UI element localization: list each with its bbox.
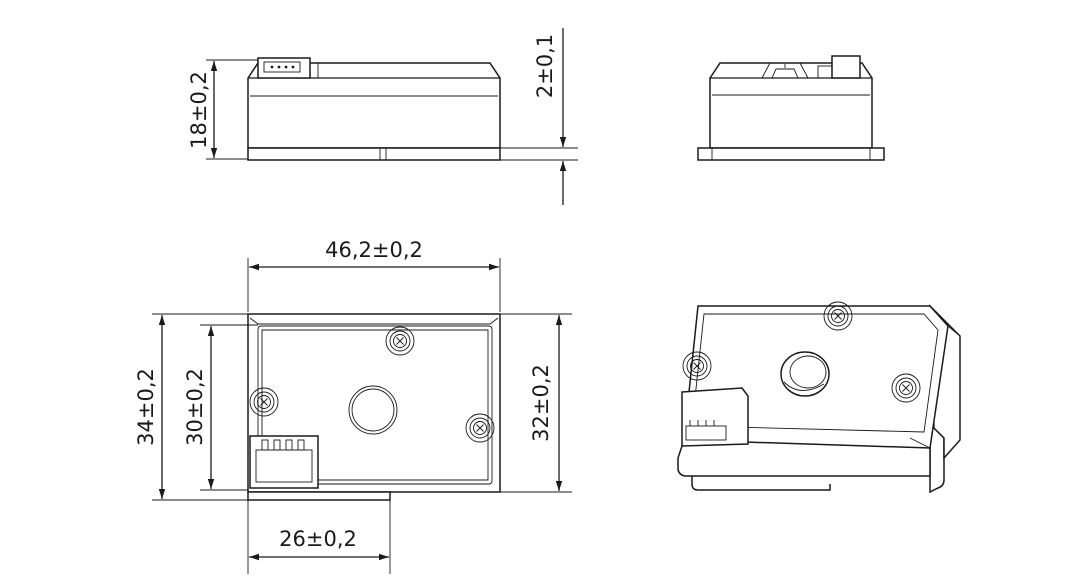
height-outer-label: 34±0,2 [134, 368, 158, 446]
top-view [247, 313, 501, 501]
dimension-height-right: 32±0,2 [500, 313, 572, 493]
height-top-label: 18±0,2 [187, 71, 211, 149]
step-label: 2±0,1 [533, 34, 557, 98]
dimension-height-top: 18±0,2 [187, 59, 258, 160]
dimension-step: 2±0,1 [500, 28, 578, 205]
connector-top [249, 435, 319, 489]
height-right-label: 32±0,2 [529, 364, 553, 442]
dimension-width: 46,2±0,2 [247, 238, 501, 312]
connector-offset-label: 26±0,2 [279, 527, 357, 551]
connector-side [257, 57, 319, 79]
connector-iso [681, 387, 749, 447]
width-label: 46,2±0,2 [325, 238, 423, 262]
isometric-view [677, 301, 961, 494]
rear-side-view [697, 55, 885, 161]
front-side-view [247, 57, 501, 161]
dimension-height-inner: 30±0,2 [183, 324, 258, 491]
dimension-connector-offset: 26±0,2 [247, 500, 391, 574]
height-inner-label: 30±0,2 [183, 368, 207, 446]
dimension-height-outer: 34±0,2 [134, 313, 248, 501]
